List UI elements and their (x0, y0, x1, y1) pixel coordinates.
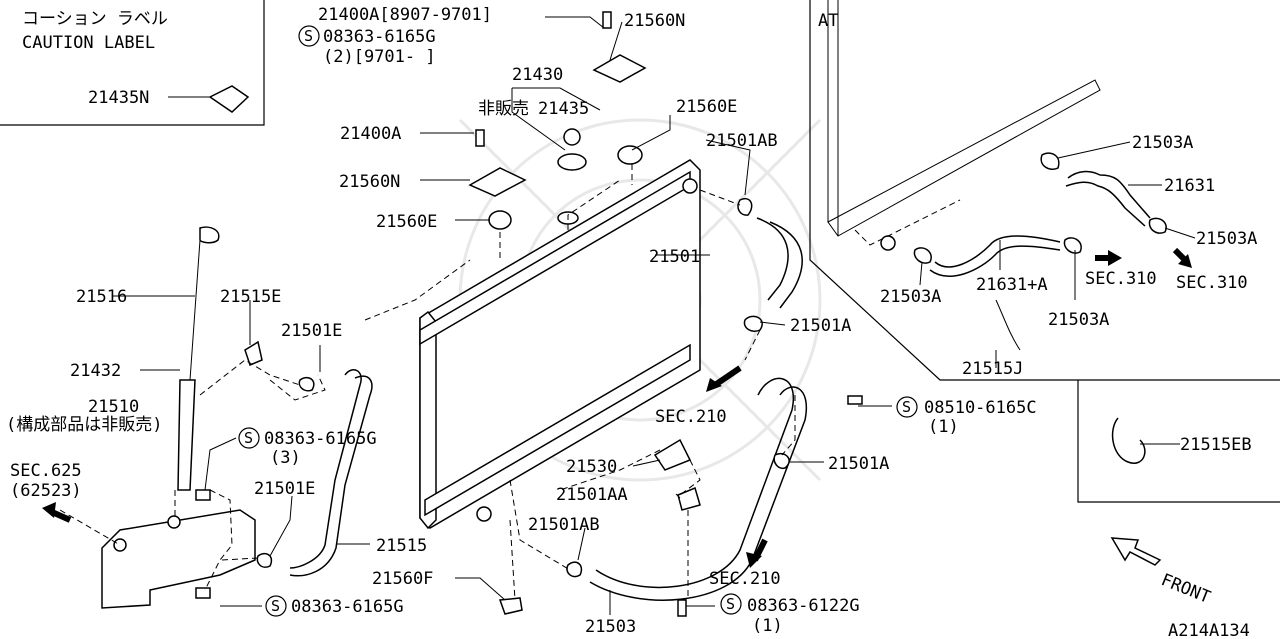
clip-box: 21515EB (1077, 380, 1280, 503)
label-21501a-bot: 21501A (828, 454, 889, 474)
label-21631a: 21631+A (976, 275, 1048, 295)
screw-s-icon (238, 427, 260, 449)
label-sec210-top: SEC.210 (655, 407, 727, 427)
label-21503a-4: 21503A (1048, 310, 1109, 330)
label-08363-6122g-qty: (1) (752, 616, 783, 636)
hoses (289, 170, 1151, 601)
label-21501a-top: 21501A (790, 316, 851, 336)
clip-21515eb-icon (1111, 417, 1146, 464)
leader-lines (112, 16, 1196, 615)
label-21435: 21435 (538, 99, 589, 119)
label-21501ab-bot: 21501AB (528, 515, 600, 535)
label-hihanbai: 非販売 (478, 99, 529, 119)
radiator (419, 159, 701, 530)
label-08363-mid-qty: (3) (270, 448, 301, 468)
svg-text:S: S (726, 595, 735, 613)
dashed-lines (59, 164, 961, 601)
label-21510: 21510 (88, 397, 139, 417)
screw-s-icon (298, 25, 320, 47)
label-21560n: 21560N (339, 172, 400, 192)
label-08363-6122g: 08363-6122G (747, 596, 860, 616)
label-08363-top-qty: (2)[9701- ] (323, 47, 436, 67)
label-21503a-2: 21503A (1196, 229, 1257, 249)
label-21560e: 21560E (376, 212, 437, 232)
label-21560e-top: 21560E (676, 97, 737, 117)
caution-label-jp: コーション ラベル (22, 9, 168, 29)
label-08363-6165g-mid: 08363-6165G (264, 429, 377, 449)
screw-s-icon (720, 593, 742, 615)
label-08510-6165c: 08510-6165C (924, 398, 1037, 418)
label-sec310-2: SEC.310 (1176, 273, 1248, 293)
caution-label-box: コーション ラベル CAUTION LABEL 21435N (0, 0, 265, 126)
caution-label-en: CAUTION LABEL (22, 33, 155, 53)
caution-label-part (208, 85, 250, 113)
reservoir-tank (101, 226, 256, 609)
svg-text:S: S (304, 27, 313, 45)
label-21503a-1: 21503A (1132, 133, 1193, 153)
at-radiator (827, 0, 1101, 251)
front-arrow-icon (1110, 537, 1162, 566)
label-21501e-bot: 21501E (254, 479, 315, 499)
part-labels: 21400A[8907-9701] 08363-6165G (2)[9701- … (6, 5, 1257, 639)
label-21510-note: (構成部品は非販売) (6, 415, 162, 435)
label-21501e-top: 21501E (281, 321, 342, 341)
label-21430: 21430 (512, 65, 563, 85)
label-sec625: SEC.625 (10, 461, 82, 481)
label-21516: 21516 (76, 287, 127, 307)
label-21560n-top: 21560N (624, 11, 685, 31)
label-diagram-code: A214A134 (1168, 621, 1250, 639)
label-21400a-range: 21400A[8907-9701] (318, 5, 492, 25)
label-21515j: 21515J (962, 359, 1023, 379)
screw-s-icon (896, 396, 918, 418)
arrows (42, 247, 1192, 568)
label-front: FRONT (1158, 570, 1213, 608)
label-21435n: 21435N (88, 88, 149, 108)
label-21515eb: 21515EB (1180, 435, 1252, 455)
svg-text:S: S (902, 398, 911, 416)
screw-symbols: S S S S S (238, 25, 918, 617)
label-21501ab-top: 21501AB (706, 131, 778, 151)
label-21503a-3: 21503A (880, 287, 941, 307)
small-parts (195, 11, 1167, 617)
label-08510-qty: (1) (928, 417, 959, 437)
label-08363-6165g-bot: 08363-6165G (291, 597, 404, 617)
svg-text:S: S (271, 597, 280, 615)
label-21631: 21631 (1164, 176, 1215, 196)
label-21503: 21503 (585, 617, 636, 637)
label-sec310-1: SEC.310 (1085, 269, 1157, 289)
label-21560f: 21560F (372, 569, 433, 589)
label-21515: 21515 (376, 536, 427, 556)
label-sec210-bot: SEC.210 (709, 569, 781, 589)
label-21501aa: 21501AA (556, 485, 628, 505)
label-sec625-sub: (62523) (10, 481, 82, 501)
label-21501: 21501 (649, 247, 700, 267)
label-21400a: 21400A (340, 124, 401, 144)
label-21530: 21530 (566, 457, 617, 477)
svg-text:S: S (244, 429, 253, 447)
label-21432: 21432 (70, 361, 121, 381)
label-08363-6165g-top: 08363-6165G (323, 27, 436, 47)
screw-s-icon (265, 595, 287, 617)
label-21515e: 21515E (220, 287, 281, 307)
